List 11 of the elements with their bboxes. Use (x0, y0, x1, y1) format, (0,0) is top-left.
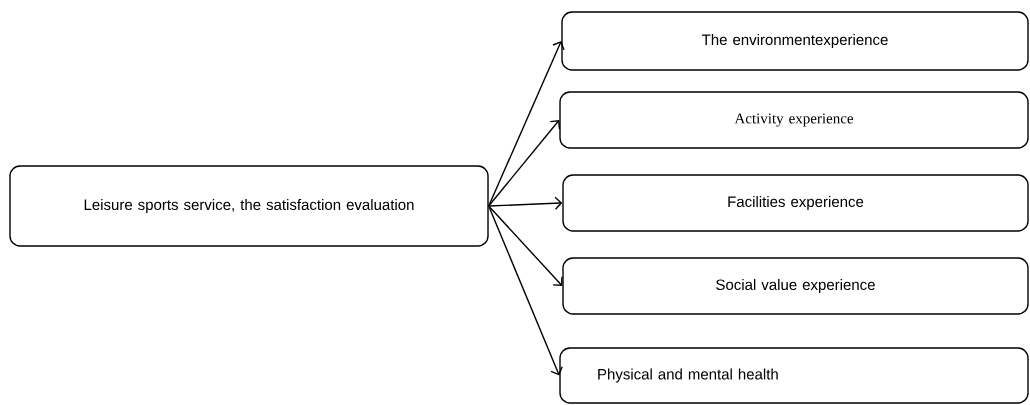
rounded-box: The environmentexperience (561, 11, 1029, 71)
rounded-box: Physical and mental health (559, 347, 1029, 404)
arrow (488, 120, 561, 207)
arrow (488, 205, 563, 286)
rounded-box: Leisure sports service, the satisfaction evaluation (9, 165, 489, 247)
rounded-box: Activity experience (559, 91, 1029, 149)
rounded-box: Facilities experience (562, 174, 1029, 232)
arrow (488, 196, 563, 210)
arrow (488, 41, 565, 207)
arrow (488, 205, 563, 376)
rounded-box: Social value experience (562, 257, 1029, 315)
